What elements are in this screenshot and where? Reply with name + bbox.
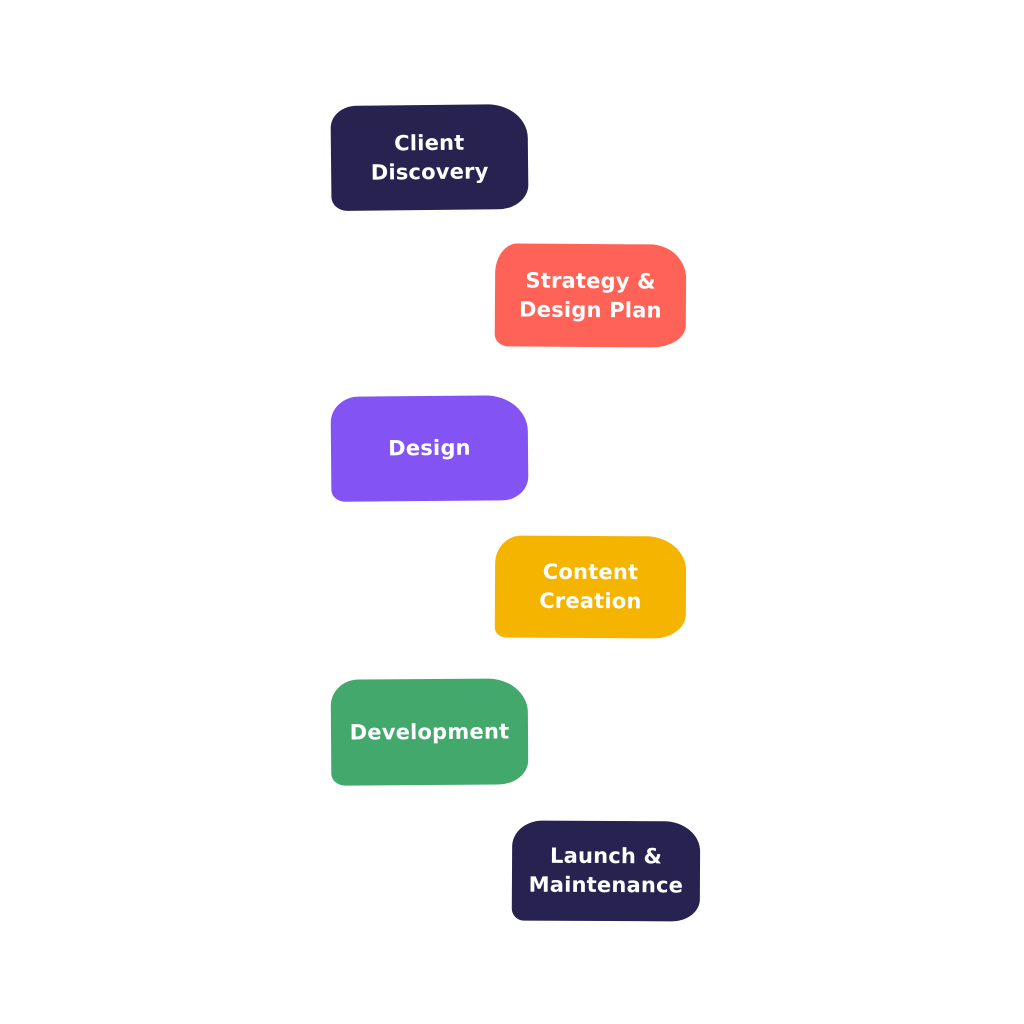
- step-client-discovery: Client Discovery: [330, 103, 529, 212]
- step-label: Client Discovery: [370, 130, 489, 185]
- step-label: Content Creation: [539, 559, 642, 614]
- step-label: Strategy & Design Plan: [519, 268, 662, 322]
- step-label: Development: [349, 718, 510, 745]
- step-label: Launch & Maintenance: [528, 843, 684, 898]
- step-content-creation: Content Creation: [494, 535, 687, 639]
- step-launch-maintenance: Launch & Maintenance: [511, 820, 701, 922]
- step-design: Design: [330, 395, 529, 502]
- step-label: Design: [388, 435, 471, 461]
- step-strategy-design-plan: Strategy & Design Plan: [494, 243, 687, 348]
- step-development: Development: [330, 678, 529, 786]
